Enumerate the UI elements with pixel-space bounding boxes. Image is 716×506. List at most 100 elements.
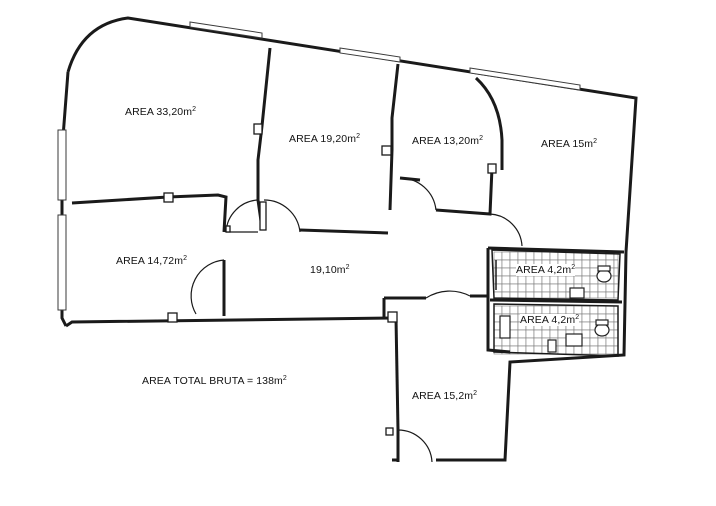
floor-tile [501,251,511,261]
floor-tile [501,291,511,299]
floor-tile [581,321,591,331]
floor-tile [493,259,503,269]
floor-tile [573,275,583,285]
floor-tile [525,337,535,347]
floor-tile [493,337,503,347]
room-area-15-2: AREA 15,2m2 [412,390,478,402]
floor-tile [493,283,503,293]
interior-walls [71,47,625,357]
total-area-label: AREA TOTAL BRUTA = 138m2 [142,375,287,387]
floor-tile [597,291,607,299]
floor-tile [557,345,567,355]
floor-tile [533,329,543,339]
room-area-33-20: AREA 33,20m2 [125,106,197,118]
floor-tile [581,259,591,269]
room-area-4-2-upper: AREA 4,2m2 [516,264,576,276]
floor-tile [573,345,583,355]
floor-tile [525,251,535,261]
floor-tile [549,251,559,261]
floor-tile [581,313,591,323]
room-area-4-2-lower: AREA 4,2m2 [520,314,580,326]
floor-tile [509,275,519,285]
floor-tile [525,283,535,293]
floor-tile [493,275,503,285]
floor-tile [549,291,559,299]
floor-tile [589,291,599,299]
bathroom-fixtures [499,265,612,353]
floor-tile [525,275,535,285]
floor-tile [541,283,551,293]
floor-tile [541,305,551,315]
floor-tile [517,291,527,299]
floor-tile [605,305,615,315]
floor-tile [549,305,559,315]
floor-tile [573,305,583,315]
floor-tile [509,329,519,339]
floor-tile [493,251,503,261]
floor-tile [501,267,511,277]
floor-tile [517,329,527,339]
room-area-19-10: 19,10m2 [310,264,350,276]
floor-tile [573,267,583,277]
floor-tile [613,259,619,269]
floor-tile [541,251,551,261]
floor-tile [565,305,575,315]
floor-tile [613,267,619,277]
floor-tile [509,321,519,331]
floor-tile [565,275,575,285]
floor-tile [525,305,535,315]
floor-tile [557,337,567,347]
floor-tile [557,291,567,299]
floor-tile [509,291,519,299]
floor-tile [549,329,559,339]
floor-tile [501,259,511,269]
floor-tile [589,345,599,355]
floor-tile [589,337,599,347]
floor-tile [581,305,591,315]
room-area-13-20: AREA 13,20m2 [412,135,484,147]
floor-tile [597,305,607,315]
floor-tile [589,283,599,293]
floor-tile [533,291,543,299]
room-area-19-20: AREA 19,20m2 [289,133,361,145]
floor-tile [581,337,591,347]
floor-tile [549,283,559,293]
floor-tile [613,275,619,285]
floor-tile [501,275,511,285]
floor-tile [613,283,619,293]
floor-tile [509,337,519,347]
floor-tile [525,291,535,299]
floor-tile [541,291,551,299]
floor-tile [581,275,591,285]
floor-tile [501,283,511,293]
floor-tile [509,283,519,293]
floor-tile [541,275,551,285]
floor-tile [557,283,567,293]
floor-tile [589,259,599,269]
floor-tile [605,345,615,355]
floor-tile [517,251,527,261]
floor-tile [597,283,607,293]
floor-tile [533,283,543,293]
floor-tile [549,275,559,285]
room-area-14-72: AREA 14,72m2 [116,255,188,267]
floor-tile [517,283,527,293]
floor-tile [581,267,591,277]
floor-tile [565,345,575,355]
floor-tile [509,313,519,323]
floor-tile [533,337,543,347]
floor-tile [557,329,567,339]
floor-tile [493,305,503,315]
floor-tile [605,337,615,347]
floor-tile [605,283,615,293]
floor-tile [493,291,503,299]
floor-tile [605,291,615,299]
floor-tile [589,305,599,315]
floor-tile [557,305,567,315]
floor-tile [557,251,567,261]
floor-tile [517,275,527,285]
floor-tile [597,337,607,347]
floor-tile [501,337,511,347]
floor-tile [509,305,519,315]
